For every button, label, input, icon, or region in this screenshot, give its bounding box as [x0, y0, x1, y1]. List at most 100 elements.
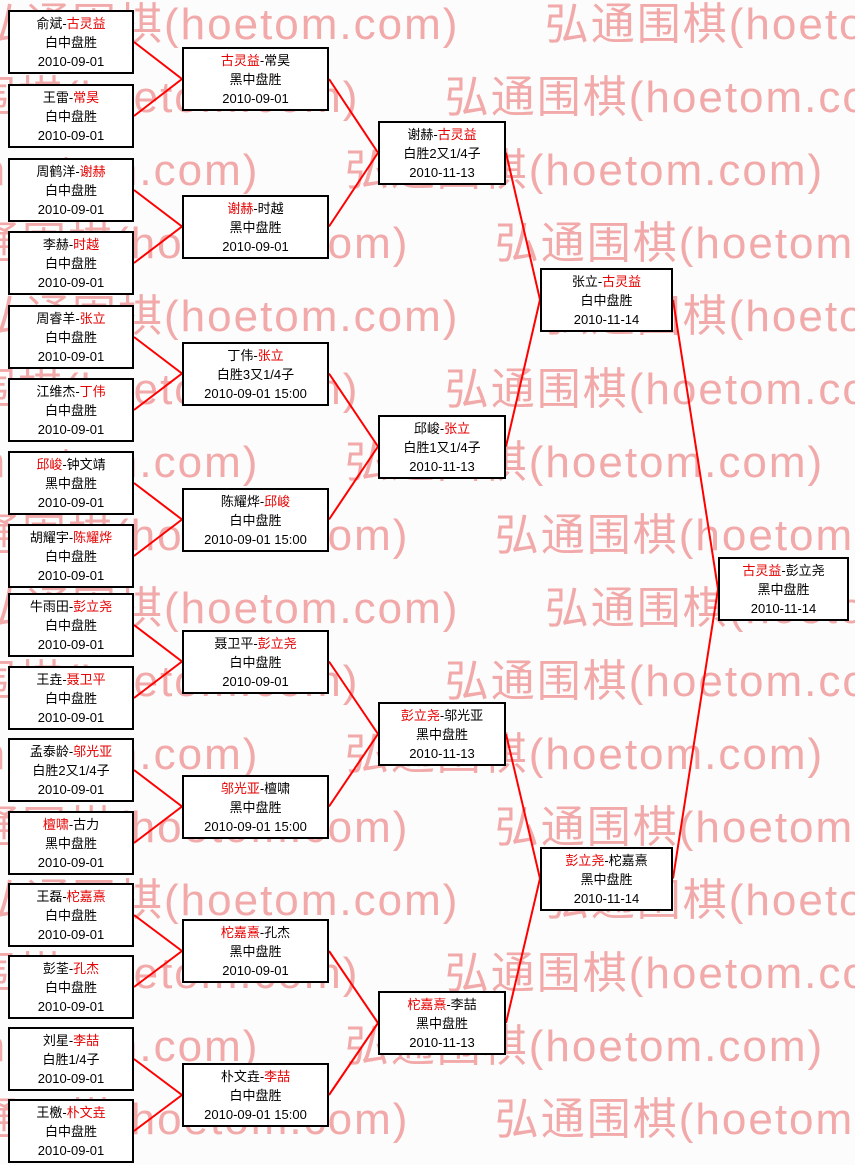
match-box-quarterfinals-3[interactable]: 彭立尧-邬光亚 黑中盘胜 2010-11-13 [378, 702, 506, 766]
connector-line [328, 152, 379, 228]
match-box-round-of-32-5[interactable]: 周睿羊-张立 白中盘胜 2010-09-01 [8, 305, 134, 369]
match-box-round-of-16-3[interactable]: 丁伟-张立 白胜3又1/4子 2010-09-01 15:00 [182, 342, 329, 406]
match-box-round-of-32-6[interactable]: 江维杰-丁伟 白中盘胜 2010-09-01 [8, 378, 134, 442]
connector-line [505, 878, 541, 1024]
match-date: 2010-11-14 [573, 312, 640, 327]
match-box-semifinals-2[interactable]: 彭立尧-柁嘉熹 黑中盘胜 2010-11-14 [540, 847, 673, 911]
connector-line [133, 1058, 183, 1096]
player1-name: 邱峻 [413, 421, 440, 436]
connector-line [328, 660, 379, 735]
match-box-round-of-32-7[interactable]: 邱峻-钟文靖 黑中盘胜 2010-09-01 [8, 451, 134, 515]
match-date: 2010-09-01 15:00 [204, 819, 307, 834]
match-box-round-of-32-15[interactable]: 刘星-李喆 白胜1/4子 2010-09-01 [8, 1027, 134, 1091]
match-result: 黑中盘胜 [229, 800, 282, 815]
player1-name: 邱峻 [36, 457, 63, 472]
match-result: 白中盘胜 [44, 330, 97, 345]
match-result: 黑中盘胜 [44, 476, 97, 491]
match-players: 邱峻-钟文靖 [10, 455, 132, 474]
player1-name: 丁伟 [227, 348, 254, 363]
match-box-round-of-32-13[interactable]: 王磊-柁嘉熹 白中盘胜 2010-09-01 [8, 883, 134, 947]
match-date: 2010-09-01 [222, 239, 289, 254]
match-box-round-of-16-1[interactable]: 古灵益-常昊 黑中盘胜 2010-09-01 [182, 47, 329, 111]
player-separator: - [62, 672, 67, 687]
match-players: 俞斌-古灵益 [10, 14, 132, 33]
match-box-round-of-32-16[interactable]: 王檄-朴文垚 白中盘胜 2010-09-01 [8, 1099, 134, 1163]
match-date: 2010-09-01 [37, 568, 105, 583]
match-date: 2010-09-01 [37, 855, 105, 870]
match-players: 彭立尧-柁嘉熹 [542, 851, 671, 870]
connector-line [133, 805, 183, 844]
connector-line [328, 78, 379, 154]
player1-name: 俞斌 [36, 16, 63, 31]
connector-line [328, 950, 379, 1024]
player-separator: - [75, 384, 80, 399]
match-date: 2010-09-01 15:00 [204, 386, 307, 401]
player2-name: 李喆 [73, 1033, 100, 1048]
match-players: 王垚-聂卫平 [10, 670, 132, 689]
player1-name: 檀啸 [42, 817, 69, 832]
player1-name: 胡耀宇 [29, 530, 69, 545]
player-separator: - [433, 127, 438, 142]
match-box-round-of-32-11[interactable]: 孟泰龄-邬光亚 白胜2又1/4子 2010-09-01 [8, 738, 134, 802]
match-box-round-of-16-7[interactable]: 柁嘉熹-孔杰 黑中盘胜 2010-09-01 [182, 919, 329, 983]
match-box-round-of-16-5[interactable]: 聂卫平-彭立尧 白中盘胜 2010-09-01 [182, 630, 329, 694]
watermark-text: 弘通围棋(hoetom.com) 弘通围棋(hoetom.com) 弘通围棋(h… [0, 73, 855, 122]
player-separator: - [68, 744, 74, 759]
match-date: 2010-09-01 [37, 422, 105, 437]
match-box-round-of-16-2[interactable]: 谢赫-时越 黑中盘胜 2010-09-01 [182, 195, 329, 259]
match-box-round-of-32-14[interactable]: 彭荃-孔杰 白中盘胜 2010-09-01 [8, 955, 134, 1019]
match-box-round-of-16-6[interactable]: 邬光亚-檀啸 黑中盘胜 2010-09-01 15:00 [182, 775, 329, 839]
match-box-quarterfinals-1[interactable]: 谢赫-古灵益 白胜2又1/4子 2010-11-13 [378, 121, 506, 185]
connector-line [133, 225, 183, 264]
player-separator: - [68, 237, 74, 252]
player1-name: 谢赫 [407, 127, 434, 142]
match-box-round-of-32-4[interactable]: 李赫-时越 白中盘胜 2010-09-01 [8, 231, 134, 295]
match-result: 白中盘胜 [229, 655, 282, 670]
player2-name: 孔杰 [264, 925, 291, 940]
match-box-round-of-16-8[interactable]: 朴文垚-李喆 白中盘胜 2010-09-01 15:00 [182, 1063, 329, 1127]
match-players: 彭荃-孔杰 [10, 959, 132, 978]
player2-name: 时越 [73, 237, 100, 252]
connector-line [672, 299, 719, 590]
match-players: 邬光亚-檀啸 [184, 779, 327, 798]
player-separator: - [259, 925, 265, 940]
player2-name: 张立 [79, 311, 106, 326]
match-result: 黑中盘胜 [415, 727, 468, 742]
match-players: 陈耀烨-邱峻 [184, 492, 327, 511]
match-date: 2010-09-01 [37, 1071, 105, 1086]
connector-line [133, 914, 183, 952]
match-box-round-of-32-10[interactable]: 王垚-聂卫平 白中盘胜 2010-09-01 [8, 666, 134, 730]
match-result: 白胜2又1/4子 [403, 146, 481, 161]
player1-name: 柁嘉熹 [220, 925, 260, 940]
match-box-round-of-32-8[interactable]: 胡耀宇-陈耀烨 白中盘胜 2010-09-01 [8, 524, 134, 588]
match-result: 白中盘胜 [44, 256, 97, 271]
player-separator: - [75, 164, 80, 179]
match-date: 2010-09-01 [37, 927, 105, 942]
match-date: 2010-09-01 [222, 91, 289, 106]
player-separator: - [446, 997, 451, 1012]
player2-name: 常昊 [73, 90, 100, 105]
match-box-semifinals-1[interactable]: 张立-古灵益 白中盘胜 2010-11-14 [540, 268, 673, 332]
match-box-round-of-32-1[interactable]: 俞斌-古灵益 白中盘胜 2010-09-01 [8, 10, 134, 74]
match-box-round-of-32-2[interactable]: 王雷-常昊 白中盘胜 2010-09-01 [8, 84, 134, 148]
player-separator: - [68, 599, 74, 614]
match-box-quarterfinals-4[interactable]: 柁嘉熹-李喆 黑中盘胜 2010-11-13 [378, 991, 506, 1055]
player2-name: 彭立尧 [73, 599, 113, 614]
connector-line [133, 624, 183, 663]
match-box-round-of-32-9[interactable]: 牛雨田-彭立尧 白中盘胜 2010-09-01 [8, 593, 134, 657]
connector-line [133, 482, 183, 521]
player-separator: - [62, 16, 67, 31]
match-result: 白中盘胜 [44, 549, 97, 564]
match-box-round-of-32-3[interactable]: 周鹤洋-谢赫 白中盘胜 2010-09-01 [8, 158, 134, 222]
connector-line [133, 950, 183, 988]
player1-name: 聂卫平 [214, 636, 254, 651]
player1-name: 邬光亚 [220, 781, 260, 796]
player2-name: 朴文垚 [66, 1105, 106, 1120]
match-box-quarterfinals-2[interactable]: 邱峻-张立 白胜1又1/4子 2010-11-13 [378, 415, 506, 479]
match-box-round-of-16-4[interactable]: 陈耀烨-邱峻 白中盘胜 2010-09-01 15:00 [182, 488, 329, 552]
match-box-round-of-32-12[interactable]: 檀啸-古力 黑中盘胜 2010-09-01 [8, 811, 134, 875]
match-box-final-1[interactable]: 古灵益-彭立尧 黑中盘胜 2010-11-14 [718, 557, 849, 621]
match-players: 柁嘉熹-孔杰 [184, 923, 327, 942]
match-players: 彭立尧-邬光亚 [380, 706, 504, 725]
